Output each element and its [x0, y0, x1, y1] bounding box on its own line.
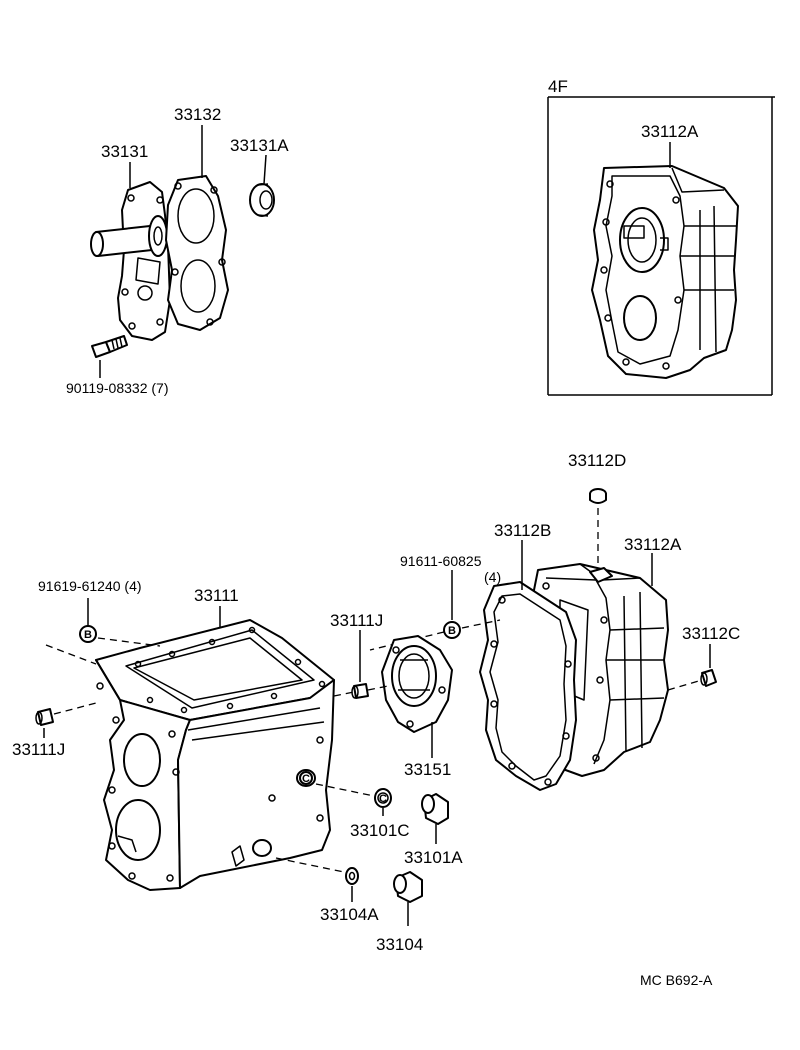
label-33131: 33131: [101, 142, 148, 161]
marker-b-left-text: B: [84, 629, 92, 641]
washer-33104A: [345, 867, 359, 885]
retainer-33151: [381, 635, 453, 733]
label-33112A: 33112A: [624, 535, 682, 554]
transmission-case-33111: [95, 619, 335, 891]
plug-33104: [393, 871, 423, 903]
label-4f: 4F: [548, 77, 568, 96]
washer-33101C: [374, 788, 392, 808]
label-33111: 33111: [194, 586, 239, 605]
label-33111J-right: 33111J: [330, 611, 383, 630]
marker-c-washer-text: C: [379, 793, 387, 805]
case-33112A-4f: [591, 165, 739, 379]
label-33112B: 33112B: [494, 521, 551, 540]
marker-c-case-text: C: [302, 773, 310, 785]
label-33104: 33104: [376, 935, 423, 954]
gasket-33112B: [479, 581, 577, 791]
marker-b-left: [79, 625, 97, 643]
label-33104A: 33104A: [320, 905, 379, 924]
label-33112A-4f: 33112A: [641, 122, 699, 141]
reference-code: MC B692-A: [640, 972, 713, 988]
gasket-33132: [165, 175, 229, 331]
label-91611-b: (4): [484, 569, 501, 585]
bolt-90119: [91, 335, 128, 358]
label-bolt-90119: 90119-08332 (7): [66, 380, 168, 396]
label-33132: 33132: [174, 105, 221, 124]
plug-33101A: [421, 793, 449, 825]
label-33112C: 33112C: [682, 624, 740, 643]
label-91611-a: 91611-60825: [400, 553, 482, 569]
label-33151: 33151: [404, 760, 451, 779]
dowel-33111J-right: [351, 683, 369, 699]
label-33112D: 33112D: [568, 451, 626, 470]
marker-b-right: [443, 621, 461, 639]
dowel-33112C: [700, 669, 717, 687]
marker-c-case: [299, 771, 313, 785]
plug-33112D: [589, 488, 607, 504]
label-33111J-left: 33111J: [12, 740, 65, 759]
variant-4f-box: [547, 96, 775, 396]
label-33101C: 33101C: [350, 821, 410, 840]
dowel-33111J-left: [35, 708, 54, 726]
label-33101A: 33101A: [404, 848, 463, 867]
marker-b-right-text: B: [448, 625, 456, 637]
label-33131A: 33131A: [230, 136, 289, 155]
extension-housing-33131: [90, 181, 171, 341]
label-91619: 91619-61240 (4): [38, 578, 142, 594]
leaders-top-left: [99, 125, 267, 378]
oil-seal-33131A: [249, 183, 275, 217]
marker-c-washer: [377, 792, 389, 804]
